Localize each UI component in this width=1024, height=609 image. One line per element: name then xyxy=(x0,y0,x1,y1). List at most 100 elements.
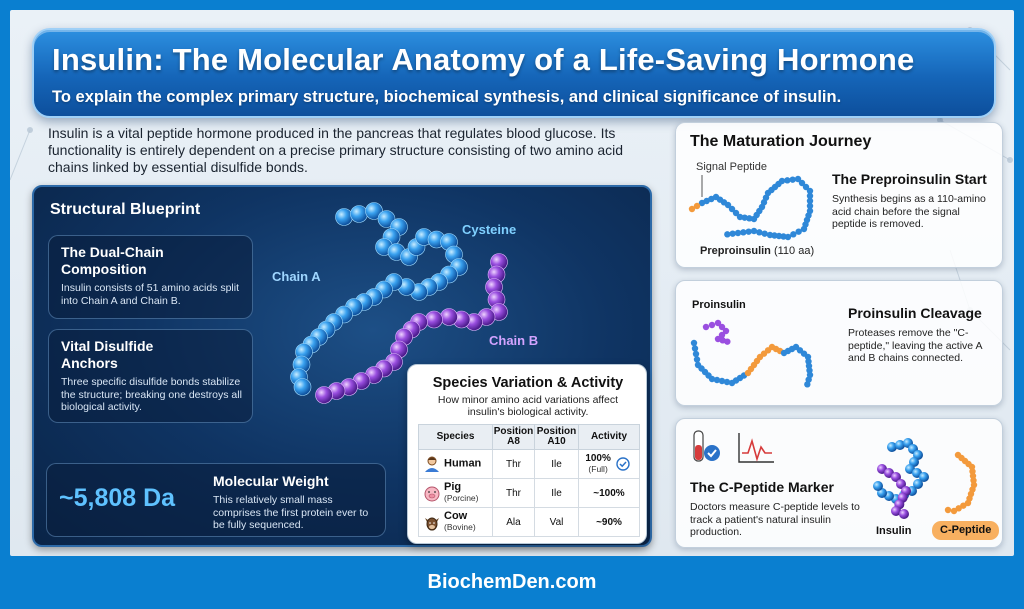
preproinsulin-bead xyxy=(806,197,814,205)
preproinsulin-bead xyxy=(778,177,786,185)
preproinsulin-bead xyxy=(784,177,791,184)
activity-value: ~90% xyxy=(578,507,640,537)
insulin-bead xyxy=(895,440,905,450)
proinsulin-chain-illustration xyxy=(690,319,814,388)
chain-a-bead xyxy=(350,205,368,223)
preproinsulin-bead xyxy=(798,179,806,187)
activity-note: (Full) xyxy=(588,463,608,474)
preproinsulin-bead xyxy=(729,230,736,237)
insulin-bead xyxy=(896,479,906,489)
insulin-cpeptide-illustration xyxy=(873,438,978,519)
proinsulin-bead xyxy=(804,381,811,388)
chain-b-bead xyxy=(440,308,458,326)
proinsulin-bead xyxy=(713,376,721,384)
column-header-species: Species xyxy=(418,424,493,450)
preproinsulin-bead xyxy=(750,227,758,235)
cpeptide-bead xyxy=(944,506,952,514)
preproinsulin-bead xyxy=(766,231,774,239)
insulin-bead xyxy=(887,442,897,452)
proinsulin-bead xyxy=(718,331,726,339)
proinsulin-bead xyxy=(690,339,698,347)
preproinsulin-name: Preproinsulin xyxy=(700,245,771,257)
page-title: Insulin: The Molecular Anatomy of a Life… xyxy=(52,42,915,77)
maturation-card-marker: The C-Peptide Marker Doctors measure C-p… xyxy=(675,418,1003,548)
table-row: Human Thr Ile 100%(Full) xyxy=(418,449,640,479)
preproinsulin-length: (110 aa) xyxy=(773,245,815,257)
species-alias: (Bovine) xyxy=(444,522,476,532)
page-subtitle: To explain the complex primary structure… xyxy=(52,88,842,106)
cleavage-heading: Proinsulin Cleavage xyxy=(848,305,982,321)
cysteine-label: Cysteine xyxy=(462,222,517,237)
preproinsulin-bead xyxy=(724,201,732,209)
preproinsulin-bead xyxy=(789,176,796,183)
insulin-bead xyxy=(899,509,909,519)
signal-peptide-label: Signal Peptide xyxy=(696,161,767,173)
preproinsulin-bead xyxy=(756,229,763,236)
cpeptide-label: C-Peptide xyxy=(932,521,1000,540)
proinsulin-label: Proinsulin xyxy=(692,299,746,311)
species-table: Species Position A8 Position A10 Activit… xyxy=(418,424,640,537)
preproinsulin-bead xyxy=(761,230,768,237)
chain-a-beads xyxy=(290,202,468,396)
proinsulin-bead xyxy=(691,345,699,352)
preproinsulin-bead xyxy=(790,231,797,238)
molecular-weight-value: ~5,808 Da xyxy=(59,484,176,512)
maturation-card-cleavage: Proinsulin Proinsulin Cleavage Proteases… xyxy=(675,280,1003,406)
cpeptide-bead xyxy=(955,505,962,512)
chain-a-bead xyxy=(377,210,396,228)
activity-value: 100% xyxy=(585,452,611,464)
preproinsulin-bead xyxy=(724,231,731,238)
dual-chain-card: The Dual-Chain Composition Insulin consi… xyxy=(48,235,253,319)
preproinsulin-bead xyxy=(806,192,814,200)
proinsulin-bead xyxy=(693,356,701,363)
maturation-title: The Maturation Journey xyxy=(690,133,872,150)
preproinsulin-bead xyxy=(745,228,752,235)
cleavage-text: Proteases remove the "C-peptide," leavin… xyxy=(848,327,982,364)
proinsulin-bead xyxy=(708,321,716,329)
disulfide-card: Vital Disulfide Anchors Three specific d… xyxy=(48,329,253,423)
preproinsulin-bead xyxy=(746,215,753,222)
blueprint-title: Structural Blueprint xyxy=(50,201,201,218)
preproinsulin-bead xyxy=(741,214,748,221)
person-icon xyxy=(425,456,439,472)
insulin-bead xyxy=(891,472,901,482)
proinsulin-bead xyxy=(718,323,726,331)
disulfide-text: Three specific disulfide bonds stabilize… xyxy=(61,376,242,413)
species-alias: (Porcine) xyxy=(444,493,479,503)
column-header-a10: Position A10 xyxy=(534,424,579,450)
proinsulin-bead xyxy=(714,319,722,327)
chain-a-bead xyxy=(335,208,353,226)
cpeptide-bead xyxy=(960,502,967,509)
lab-chart-icon xyxy=(738,433,774,463)
species-name: Human xyxy=(444,457,482,470)
a8-cell: Ala xyxy=(492,507,535,537)
header-banner: Insulin: The Molecular Anatomy of a Life… xyxy=(32,28,996,118)
proinsulin-bead xyxy=(708,375,716,383)
a10-cell: Ile xyxy=(534,478,579,508)
a10-cell: Val xyxy=(534,507,579,537)
insulin-bead xyxy=(919,472,929,482)
structural-blueprint-panel: Structural Blueprint Cysteine Chain A Ch… xyxy=(32,185,652,547)
activity-value: ~100% xyxy=(578,478,640,508)
preproinsulin-chain-illustration xyxy=(688,175,814,241)
chain-a-bead xyxy=(365,202,383,220)
chain-b-bead xyxy=(425,310,443,329)
signal-peptide-bead xyxy=(688,205,696,213)
column-header-activity: Activity xyxy=(578,424,640,450)
dual-chain-text: Insulin consists of 51 amino acids split… xyxy=(61,282,240,307)
species-title: Species Variation & Activity xyxy=(432,375,624,391)
preproinsulin-bead xyxy=(740,229,747,236)
preproinsulin-bead xyxy=(795,228,802,235)
molecular-weight-title: Molecular Weight xyxy=(213,473,329,489)
insulin-bead xyxy=(873,481,883,491)
insulin-label: Insulin xyxy=(876,525,912,537)
column-header-a8: Position A8 xyxy=(492,424,535,450)
intro-paragraph: Insulin is a vital peptide hormone produ… xyxy=(48,125,624,175)
table-row: Pig(Porcine) Thr Ile ~100% xyxy=(418,478,640,508)
species-name: Pig xyxy=(444,481,462,493)
chain-b-beads xyxy=(315,253,508,404)
preproinsulin-bead xyxy=(802,183,810,191)
proinsulin-bead xyxy=(702,323,710,331)
proinsulin-bead xyxy=(724,338,731,345)
preproinsulin-heading: The Preproinsulin Start xyxy=(832,171,987,187)
